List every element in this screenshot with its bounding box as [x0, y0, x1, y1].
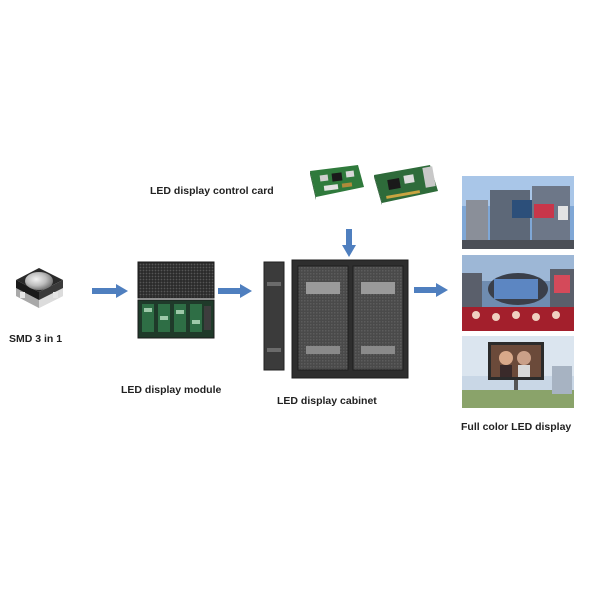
arrow-down-icon: [342, 229, 356, 257]
billboard-photo-icon: [462, 176, 574, 249]
billboard-photo-icon: [462, 255, 574, 331]
led-module-board-icon: [137, 261, 215, 339]
control-card-label: LED display control card: [150, 185, 274, 197]
smd-led-chip-icon: [16, 268, 63, 308]
billboard-photo-icon: [462, 336, 574, 408]
led-cabinet-icon: [263, 259, 409, 379]
arrow-right-icon: [92, 284, 128, 298]
arrow-right-icon: [414, 283, 448, 297]
module-label: LED display module: [121, 384, 222, 396]
circuit-board-icon: [374, 165, 438, 205]
full-color-label: Full color LED display: [461, 421, 572, 433]
arrow-right-icon: [218, 284, 252, 298]
smd-label: SMD 3 in 1: [9, 333, 63, 345]
circuit-board-icon: [310, 165, 364, 200]
cabinet-label: LED display cabinet: [277, 395, 377, 407]
